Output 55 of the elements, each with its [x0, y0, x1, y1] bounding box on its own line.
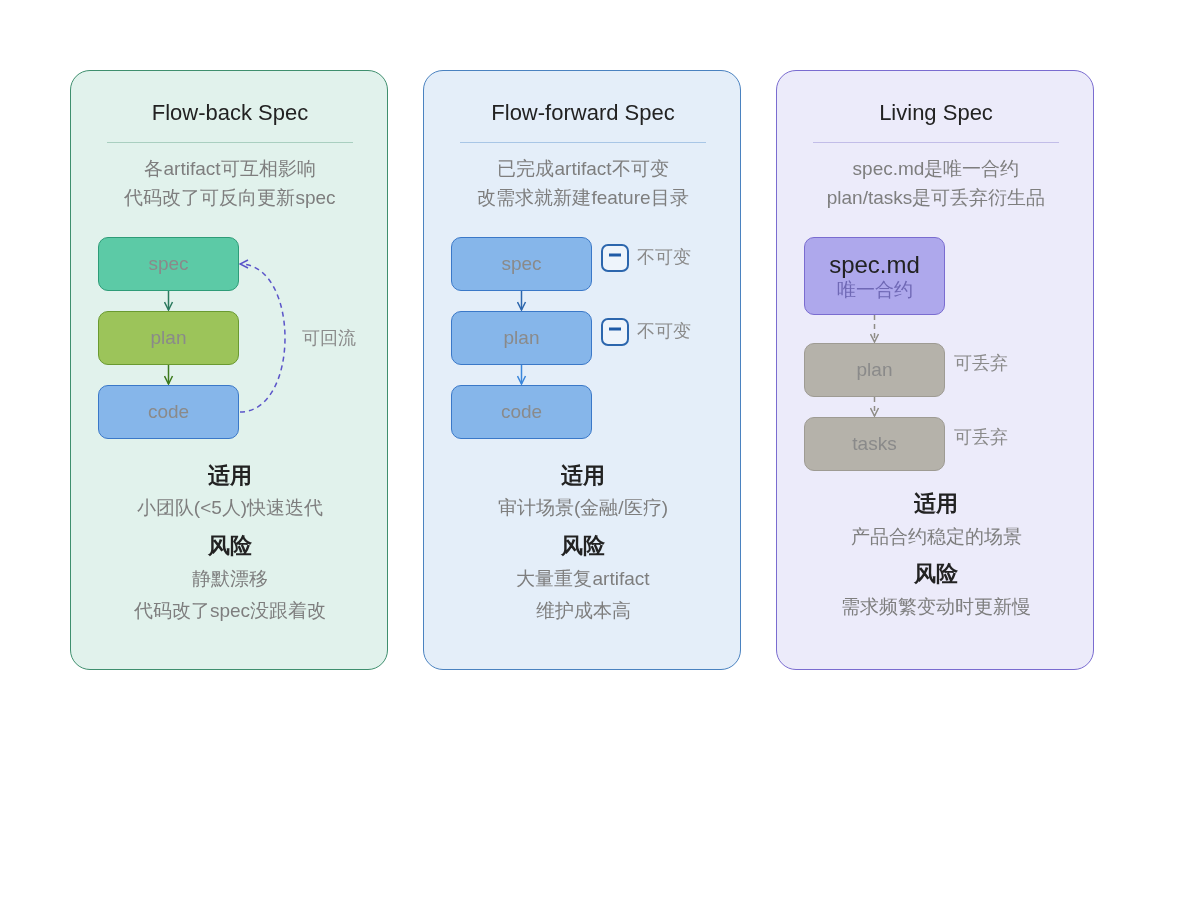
- section-text: 代码改了spec没跟着改: [133, 599, 327, 623]
- section-heading: 适用: [208, 463, 252, 489]
- section-text: 小团队(<5人)快速迭代: [136, 496, 324, 520]
- node-title: spec.md: [829, 251, 920, 279]
- dashed-arrow: [869, 396, 880, 417]
- description-text: plan/tasks是可丢弃衍生品: [826, 186, 1046, 210]
- node-label: code: [147, 400, 190, 424]
- arrow: [163, 364, 174, 385]
- description-text: 已完成artifact不可变: [497, 157, 669, 181]
- panel-title: Living Spec: [879, 100, 993, 126]
- side-note: 可丢弃: [954, 426, 1008, 448]
- section-text: 静默漂移: [192, 567, 268, 591]
- side-note: 不可变: [637, 246, 691, 268]
- panel-card: [70, 70, 388, 670]
- side-note: 可丢弃: [954, 352, 1008, 374]
- edge-label: 可回流: [302, 327, 356, 349]
- arrow: [516, 290, 527, 311]
- node-label: code: [500, 400, 543, 424]
- panel-card: [423, 70, 741, 670]
- section-text: 产品合约稳定的场景: [850, 525, 1022, 549]
- section-heading: 适用: [561, 463, 605, 489]
- section-heading: 风险: [561, 533, 605, 559]
- node-label: spec: [501, 252, 542, 276]
- description-text: 改需求就新建feature目录: [477, 186, 689, 210]
- panel-card: [776, 70, 1094, 670]
- process-box: [451, 385, 592, 439]
- section-heading: 风险: [208, 533, 252, 559]
- dashed-arrow: [239, 261, 286, 413]
- side-note: 不可变: [637, 320, 691, 342]
- process-box: [804, 417, 945, 471]
- process-box: [98, 237, 239, 291]
- node-label: spec: [148, 252, 189, 276]
- process-box: [98, 311, 239, 365]
- section-text: 维护成本高: [535, 599, 631, 623]
- panel-title: Flow-forward Spec: [491, 100, 675, 126]
- section-text: 需求频繁变动时更新慢: [841, 595, 1031, 619]
- section-heading: 风险: [914, 561, 958, 587]
- process-box: [804, 237, 945, 315]
- section-text: 审计场景(金融/医疗): [498, 496, 668, 520]
- panel-title: Flow-back Spec: [151, 100, 309, 126]
- node-subtitle: 唯一合约: [836, 279, 913, 301]
- node-label: plan: [503, 326, 540, 350]
- description-text: spec.md是唯一合约: [852, 157, 1020, 181]
- arrow: [516, 364, 527, 385]
- process-box: [804, 343, 945, 397]
- section-text: 大量重复artifact: [516, 567, 650, 591]
- dashed-arrow: [869, 314, 880, 343]
- process-box: [451, 311, 592, 365]
- process-box: [451, 237, 592, 291]
- arrow: [163, 290, 174, 311]
- description-text: 各artifact可互相影响: [144, 157, 316, 181]
- section-heading: 适用: [914, 491, 958, 517]
- node-label: plan: [150, 326, 187, 350]
- process-box: [98, 385, 239, 439]
- description-text: 代码改了可反向更新spec: [124, 186, 336, 210]
